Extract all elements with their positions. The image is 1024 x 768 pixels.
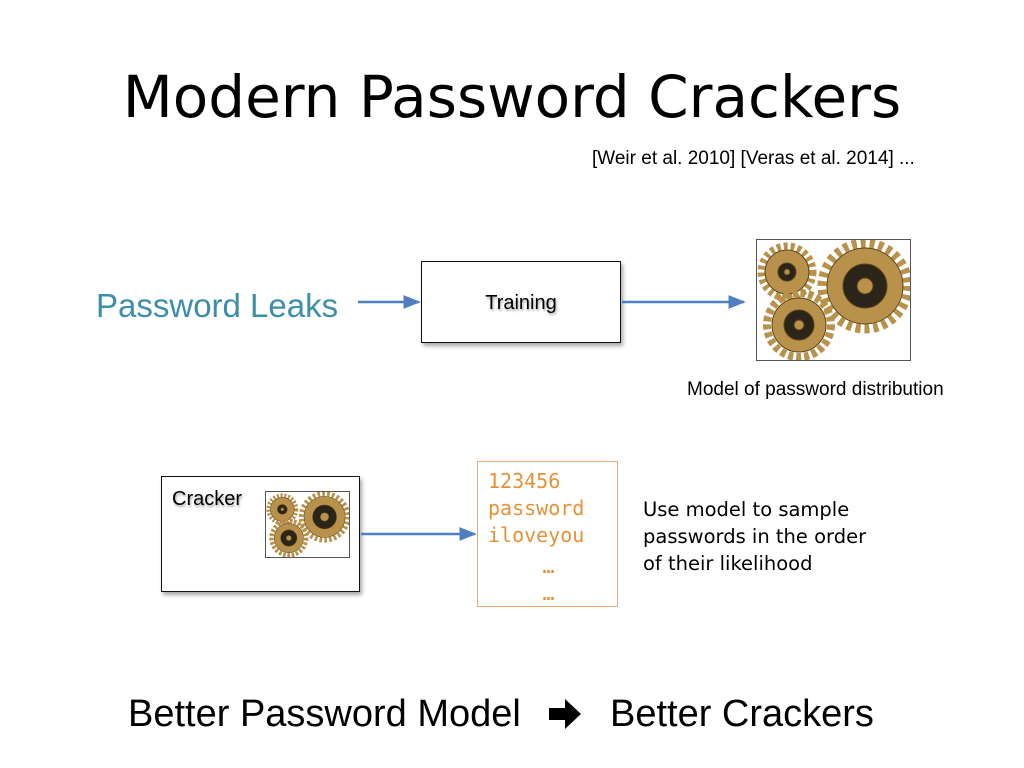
use-model-caption-line: of their likelihood [643,552,813,575]
cracker-label: Cracker [172,488,243,510]
gears-icon [756,238,913,361]
conclusion-right: Better Crackers [609,692,874,735]
training-box [421,261,621,343]
conclusion-left: Better Password Model [128,692,521,735]
model-caption: Model of password distribution [687,379,944,400]
right-arrow-icon [549,698,582,729]
password-sample-3: iloveyou [488,523,585,547]
gear-small-top [757,242,817,302]
slide-title: Modern Password Crackers [122,63,902,131]
training-label: Training [485,292,557,314]
conclusion: Better Password Model Better Crackers [128,686,874,740]
use-model-caption-line: Use model to sample [643,498,850,521]
ellipsis: … [542,554,555,578]
ellipsis: … [542,581,555,605]
password-sample-1: 123456 [488,469,561,493]
gear-medium-bottom [763,289,835,361]
gears-icon [265,491,351,558]
password-leaks-label: Password Leaks [96,287,339,324]
password-sample-2: password [488,496,585,520]
sampled-passwords-box: 123456 password iloveyou … … [477,461,618,607]
use-model-caption-line: passwords in the order [643,525,867,548]
citation: [Weir et al. 2010] [Veras et al. 2014] .… [592,148,915,169]
gear-large [817,238,913,334]
